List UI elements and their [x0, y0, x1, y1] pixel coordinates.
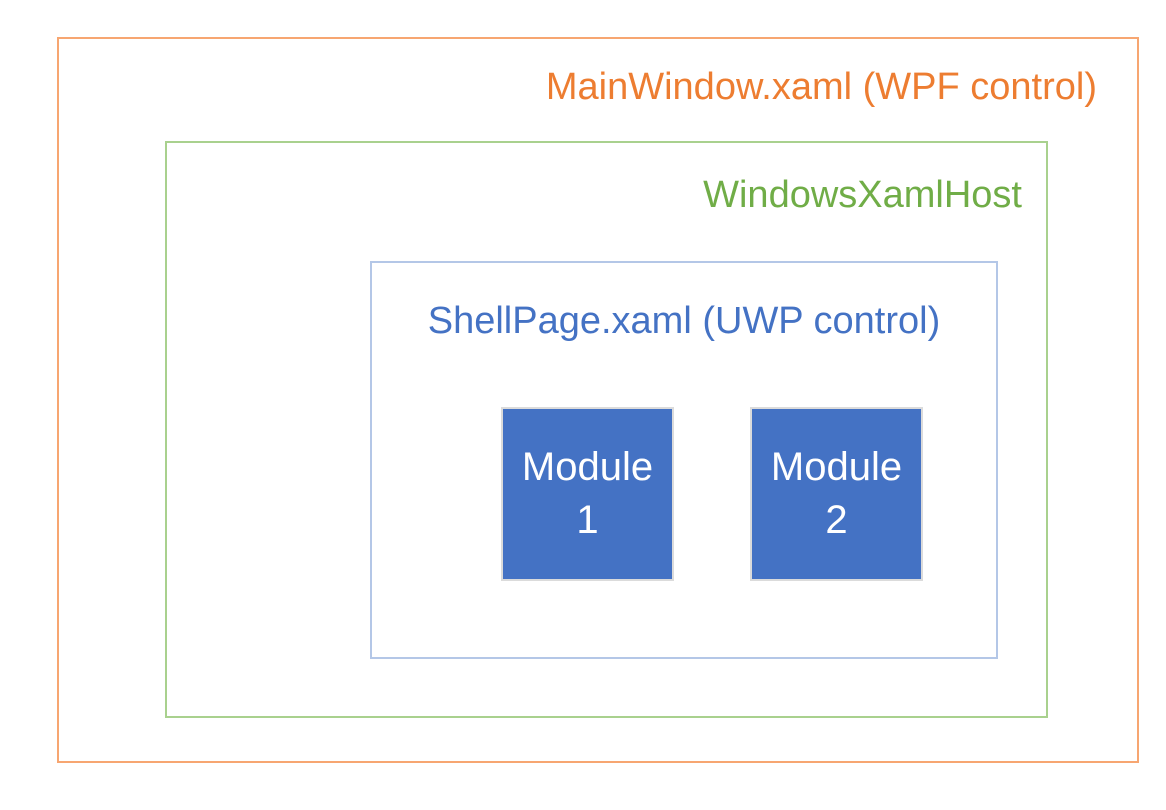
module-1-label-line2: 1: [576, 498, 599, 542]
module-2-label-line2: 2: [825, 498, 848, 542]
module-1-label-line1: Module: [521, 445, 654, 490]
shellpage-uwp-box: ShellPage.xaml (UWP control) Module 1 Mo…: [370, 261, 998, 659]
mainwindow-wpf-box: MainWindow.xaml (WPF control) WindowsXam…: [57, 37, 1139, 763]
module-2-label-line1: Module: [770, 445, 903, 490]
shellpage-uwp-label: ShellPage.xaml (UWP control): [427, 300, 941, 342]
mainwindow-wpf-label: MainWindow.xaml (WPF control): [545, 66, 1097, 108]
module-2-box: Module 2: [750, 407, 923, 581]
windowsxamlhost-label: WindowsXamlHost: [703, 174, 1022, 216]
windowsxamlhost-box: WindowsXamlHost ShellPage.xaml (UWP cont…: [165, 141, 1048, 718]
module-1-box: Module 1: [501, 407, 674, 581]
